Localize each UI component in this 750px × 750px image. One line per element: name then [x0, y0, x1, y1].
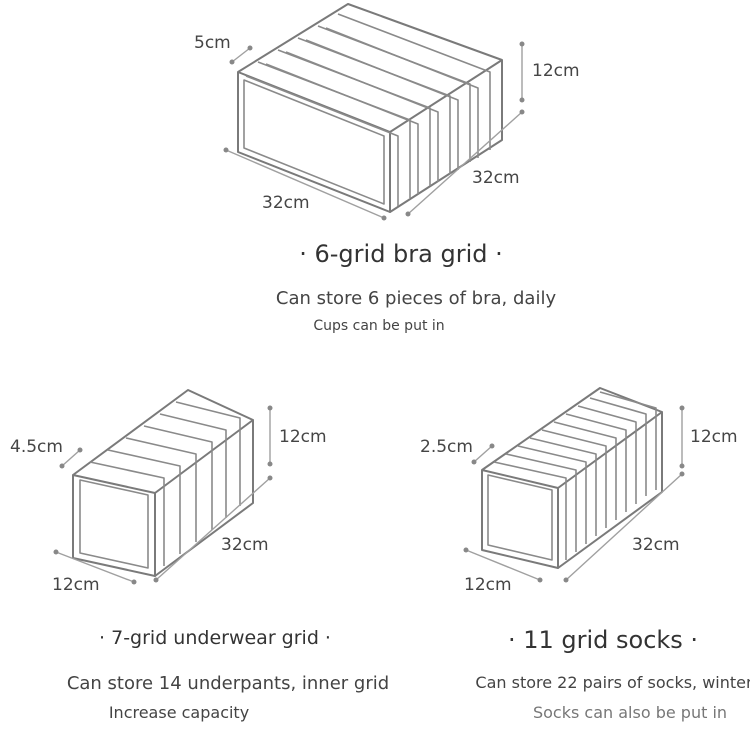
bra-depth-label: 32cm: [472, 168, 520, 188]
socks-grid-description-2: Socks can also be put in: [532, 703, 728, 722]
underwear-grid-description: Can store 14 underpants, inner grid: [66, 673, 390, 694]
underwear-grid-description-2: Increase capacity: [108, 703, 250, 722]
underwear-grid-title: · 7-grid underwear grid ·: [99, 627, 331, 649]
bra-grid-description-2: Cups can be put in: [313, 318, 445, 334]
underwear-organizer-illustration: [53, 389, 273, 585]
socks-grid-title: · 11 grid socks ·: [507, 626, 699, 654]
socks-depth-label: 32cm: [632, 535, 680, 555]
socks-height-label: 12cm: [690, 427, 738, 447]
socks-grid-description: Can store 22 pairs of socks, winter: [475, 673, 750, 692]
bra-length-label: 32cm: [262, 193, 310, 213]
socks-length-label: 12cm: [464, 575, 512, 595]
socks-organizer-illustration: [463, 387, 685, 583]
bra-grid-title: · 6-grid bra grid ·: [299, 240, 503, 268]
bra-grid-description: Can store 6 pieces of bra, daily: [275, 288, 557, 309]
underwear-length-label: 12cm: [52, 575, 100, 595]
socks-grid-width-label: 2.5cm: [420, 437, 473, 457]
underwear-depth-label: 32cm: [221, 535, 269, 555]
bra-height-label: 12cm: [532, 61, 580, 81]
bra-organizer-illustration: [223, 3, 525, 221]
underwear-grid-width-label: 4.5cm: [10, 437, 63, 457]
underwear-height-label: 12cm: [279, 427, 327, 447]
bra-grid-width-label: 5cm: [194, 33, 231, 53]
